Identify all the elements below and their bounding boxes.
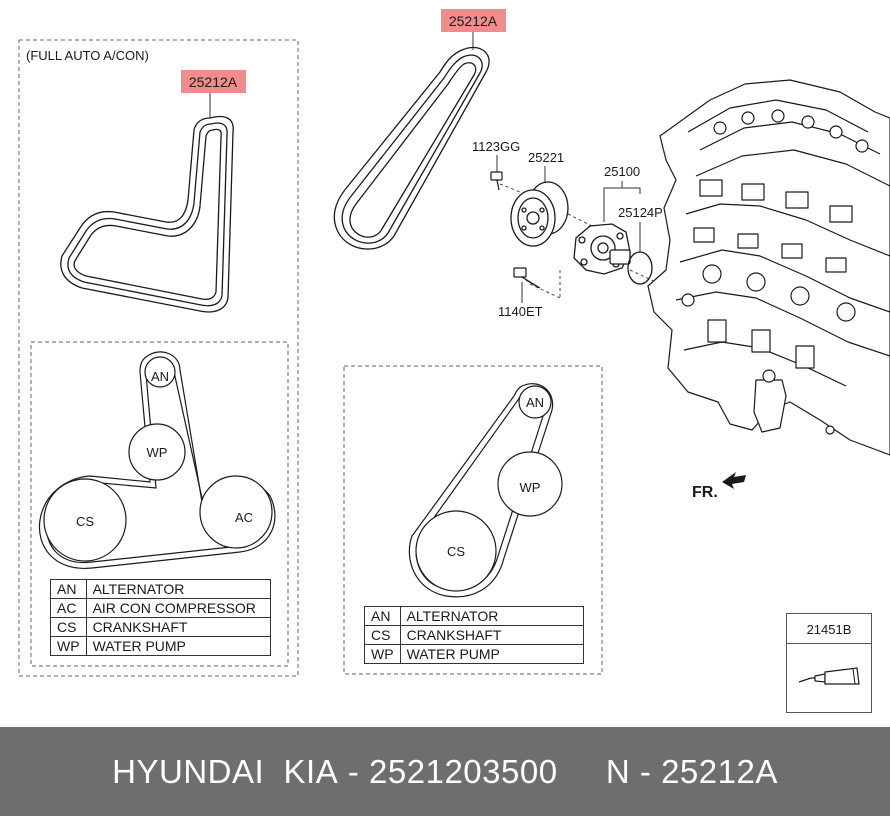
pulley-wp-left: WP — [128, 423, 186, 481]
pulley-cs-left: CS — [43, 478, 127, 562]
pulley-an-right: AN — [518, 385, 552, 419]
callout-highlight-belt-top — [441, 9, 506, 32]
leader-bracket — [603, 187, 641, 194]
pulley-an-left: AN — [144, 356, 176, 388]
legend-table-left: AN ALTERNATOR AC AIR CON COMPRESSOR CS C… — [50, 579, 272, 656]
legend-row: CS CRANKSHAFT — [50, 617, 272, 637]
legend-row: AC AIR CON COMPRESSOR — [50, 598, 272, 618]
callout-pulley[interactable]: 25221 — [528, 150, 564, 165]
callout-bolt-upper[interactable]: 1123GG — [472, 139, 520, 154]
footer-bar: HYUNDAI KIA - 2521203500 N - 25212A — [0, 727, 890, 816]
parts-diagram: (FULL AUTO A/CON) 25212A 25212A 1123GG 2… — [18, 9, 890, 677]
pulley-label: AN — [526, 395, 544, 410]
footer-gap — [558, 753, 606, 791]
legend-name: ALTERNATOR — [399, 606, 585, 626]
pulley-wp-right: WP — [497, 451, 563, 517]
callout-gasket[interactable]: 25124P — [618, 205, 663, 220]
legend-row: CS CRANKSHAFT — [364, 625, 585, 645]
drive-belt-left-icon — [60, 115, 234, 313]
legend-code: CS — [50, 617, 87, 637]
pulley-label: CS — [76, 514, 94, 529]
legend-name: CRANKSHAFT — [399, 625, 585, 645]
legend-code: AC — [50, 598, 87, 618]
option-note: (FULL AUTO A/CON) — [26, 48, 149, 63]
engine-block-icon — [647, 79, 890, 456]
legend-name: CRANKSHAFT — [85, 617, 272, 637]
legend-code: CS — [364, 625, 401, 645]
callout-water-pump[interactable]: 25100 — [604, 164, 640, 179]
sealant-callout-box: 21451B — [786, 613, 872, 713]
legend-name: ALTERNATOR — [85, 579, 272, 599]
pulley-label: WP — [147, 445, 168, 460]
bolt-lower-icon — [513, 267, 541, 289]
left-belt-routing-box — [30, 341, 289, 667]
pulley-label: CS — [447, 544, 465, 559]
pulley-label: AN — [151, 369, 169, 384]
callout-belt-top[interactable]: 25212A — [449, 13, 498, 29]
legend-row: WP WATER PUMP — [364, 644, 585, 664]
full-auto-acon-group-box — [18, 39, 299, 677]
legend-name: WATER PUMP — [399, 644, 585, 664]
drive-belt-top-icon — [333, 46, 490, 250]
pulley-ac-left: AC — [199, 475, 273, 549]
legend-code: AN — [50, 579, 87, 599]
legend-row: AN ALTERNATOR — [50, 579, 272, 599]
callout-sealant[interactable]: 21451B — [806, 622, 852, 637]
footer-part-number: 2521203500 — [369, 752, 558, 790]
legend-row: WP WATER PUMP — [50, 636, 272, 656]
footer-brand: HYUNDAI KIA — [112, 752, 339, 790]
callout-highlight-belt-left — [181, 70, 246, 93]
front-marker: FR. — [692, 484, 718, 501]
legend-name: AIR CON COMPRESSOR — [85, 598, 272, 618]
footer-separator: - — [338, 752, 370, 790]
legend-code: WP — [50, 636, 87, 656]
pulley-label: WP — [520, 480, 541, 495]
water-pump-pulley-icon — [510, 181, 569, 247]
pulley-label: AC — [235, 510, 253, 525]
legend-code: AN — [364, 606, 401, 626]
legend-code: WP — [364, 644, 401, 664]
bolt-upper-icon — [490, 171, 503, 191]
right-belt-routing-box — [343, 365, 603, 675]
callout-bolt-lower[interactable]: 1140ET — [498, 304, 543, 319]
sealant-tube-icon — [798, 667, 860, 685]
gasket-icon — [627, 251, 653, 285]
legend-row: AN ALTERNATOR — [364, 606, 585, 626]
legend-table-right: AN ALTERNATOR CS CRANKSHAFT WP WATER PUM… — [364, 606, 585, 664]
water-pump-icon — [573, 223, 631, 275]
divider — [787, 643, 871, 644]
pulley-cs-right: CS — [415, 510, 497, 592]
legend-name: WATER PUMP — [85, 636, 272, 656]
front-arrow-icon — [722, 472, 746, 489]
callout-belt-left[interactable]: 25212A — [189, 74, 238, 90]
footer-ref: N - 25212A — [605, 752, 778, 790]
